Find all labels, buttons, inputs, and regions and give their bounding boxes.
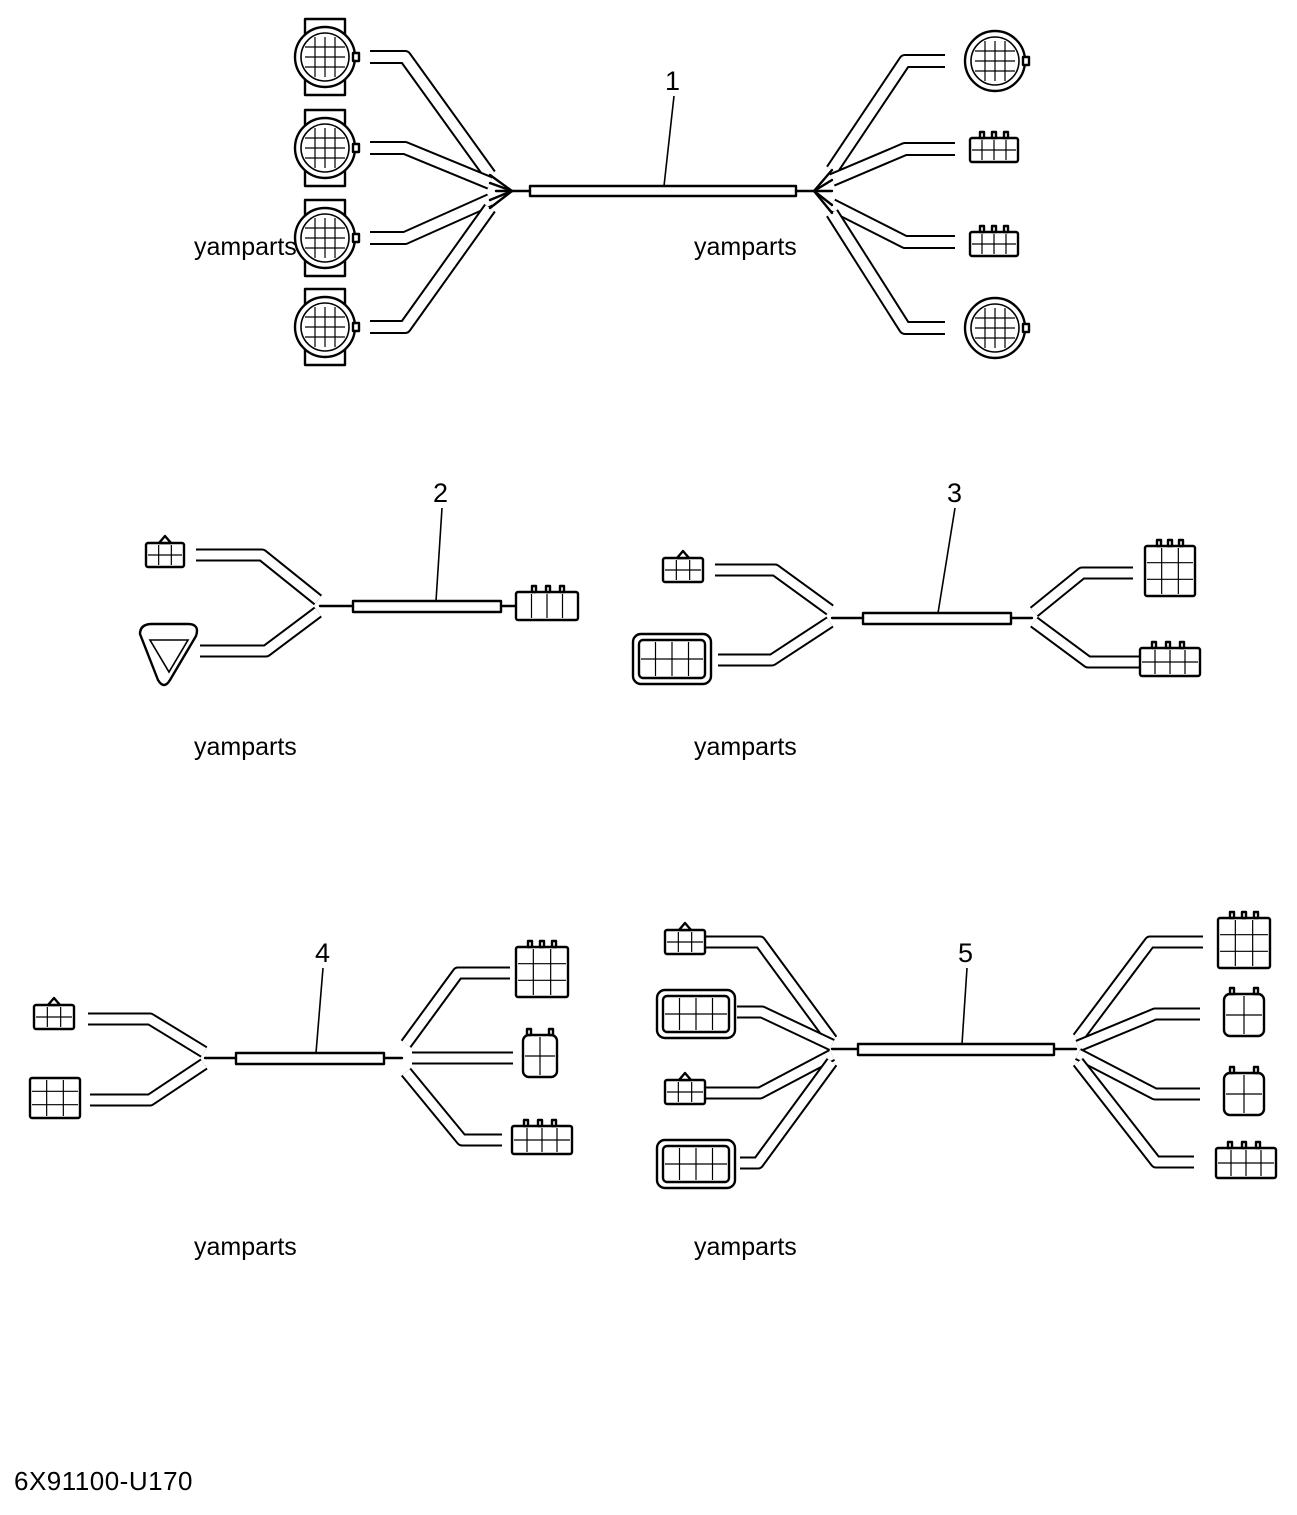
connector-icon	[144, 534, 186, 569]
watermark-text: yamparts	[694, 1233, 797, 1261]
connector-icon	[514, 939, 570, 999]
wire-branch	[1075, 1007, 1200, 1053]
connector-icon	[655, 988, 737, 1040]
harness-trunk	[856, 1042, 1056, 1057]
connector-icon	[1222, 1065, 1266, 1117]
wire-branch	[200, 606, 322, 658]
wire-branch	[400, 966, 510, 1048]
connector-icon	[32, 996, 76, 1031]
wire-branch	[1075, 1048, 1200, 1101]
watermark-text: yamparts	[194, 233, 297, 261]
wire-branch	[1072, 935, 1203, 1042]
connector-icon	[28, 1076, 82, 1120]
connector-icon	[661, 549, 705, 584]
watermark-text: yamparts	[694, 733, 797, 761]
wire-branch	[1029, 566, 1133, 618]
connector-icon	[1138, 640, 1202, 678]
connector-icon	[1222, 986, 1266, 1038]
round-connector-icon	[293, 287, 361, 367]
wire-branch	[370, 203, 496, 334]
diagram-code: 6X91100-U170	[14, 1466, 193, 1496]
wire-branch	[1030, 616, 1140, 669]
callout-5: 5	[958, 938, 974, 968]
wire-branch	[370, 193, 493, 245]
wire-branch	[1072, 1058, 1194, 1169]
callout-3: 3	[947, 478, 963, 508]
callout-4: 4	[315, 938, 331, 968]
connector-icon	[631, 632, 713, 686]
connector-icon	[968, 224, 1020, 258]
connector-icon	[663, 921, 707, 956]
harness-trunk	[861, 611, 1013, 626]
connector-icon	[655, 1138, 737, 1190]
wire-branch	[88, 1012, 208, 1058]
harness-5	[655, 910, 1278, 1190]
wire-branch	[826, 209, 945, 335]
round-connector-icon	[963, 296, 1031, 360]
harness-trunk	[528, 184, 798, 198]
harness-3	[631, 507, 1202, 686]
connector-icon	[1216, 910, 1272, 970]
harness-1	[293, 17, 1031, 367]
round-connector-icon	[293, 108, 361, 188]
harness-trunk	[234, 1051, 386, 1066]
harness-2	[138, 507, 580, 687]
wire-branch	[737, 1005, 835, 1051]
connector-icon	[510, 1118, 574, 1156]
harness-4	[28, 939, 574, 1156]
wire-branch	[715, 563, 834, 616]
connector-icon	[663, 1071, 707, 1106]
wire-branch	[740, 1058, 838, 1170]
wire-branch	[706, 935, 838, 1044]
wire-branch	[828, 198, 955, 249]
wire-branch	[196, 548, 323, 606]
connector-icon	[514, 584, 580, 622]
wire-branch	[718, 616, 834, 667]
watermark-text: yamparts	[694, 233, 797, 261]
connector-icon	[1143, 538, 1197, 598]
connector-icon	[521, 1027, 559, 1079]
wire-branch	[90, 1058, 208, 1107]
callout-2: 2	[433, 478, 449, 508]
harness-trunk	[351, 599, 503, 614]
wire-branch	[370, 141, 493, 190]
wire-branch	[826, 54, 945, 174]
round-connector-icon	[293, 17, 361, 97]
triangle-connector-icon	[138, 622, 199, 687]
round-connector-icon	[293, 198, 361, 278]
connector-icon	[968, 130, 1020, 164]
watermark-text: yamparts	[194, 733, 297, 761]
wire-branch	[829, 142, 955, 187]
callout-1: 1	[665, 66, 681, 96]
connector-icon	[1214, 1140, 1278, 1180]
wire-branch	[400, 1067, 502, 1147]
wire-branch	[370, 50, 496, 180]
watermark-text: yamparts	[194, 1233, 297, 1261]
round-connector-icon	[963, 29, 1031, 93]
wire-branch	[706, 1049, 836, 1100]
